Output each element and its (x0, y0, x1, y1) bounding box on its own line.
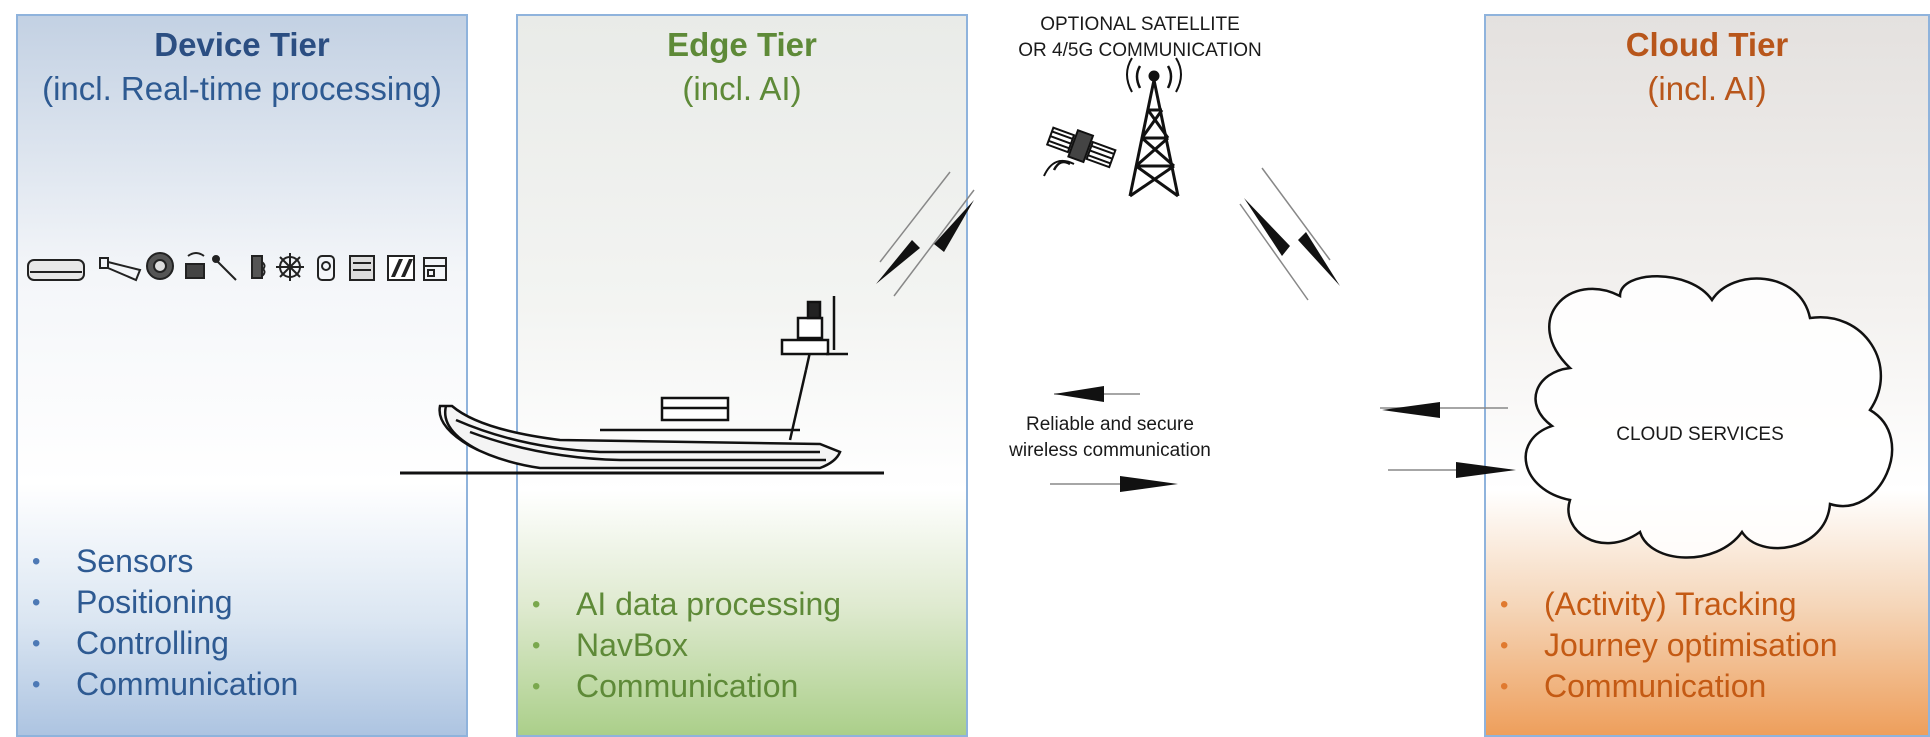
gps-antenna-icon (185, 252, 205, 279)
boat-illustration (400, 296, 884, 475)
cloud-services-label: CLOUD SERVICES (1616, 424, 1784, 445)
boat-satellite-link-arrows (876, 171, 975, 297)
list-item: Positioning (18, 582, 298, 623)
satellite-icon (1043, 126, 1117, 177)
echo-sounder-icon (251, 255, 266, 279)
wireless-link-arrows (1050, 386, 1516, 492)
tower-cloud-link-arrows (1239, 167, 1340, 301)
list-item: Communication (18, 664, 298, 705)
edge-tier-panel: Edge Tier (incl. AI) AI data processing … (516, 14, 968, 737)
list-item: Communication (1486, 666, 1837, 707)
list-item: Journey optimisation (1486, 625, 1837, 666)
list-item: Communication (518, 666, 841, 707)
autopilot-panel-icon (423, 257, 447, 281)
list-item: Sensors (18, 541, 298, 582)
list-item: AI data processing (518, 584, 841, 625)
device-tier-panel: Device Tier (incl. Real-time processing)… (16, 14, 468, 737)
list-item: (Activity) Tracking (1486, 584, 1837, 625)
list-item: NavBox (518, 625, 841, 666)
helm-wheel-icon (276, 253, 304, 281)
wireless-communication-label: Reliable and secure wireless communicati… (990, 412, 1230, 464)
cell-tower-icon (1126, 57, 1182, 198)
satellite-communication-label: OPTIONAL SATELLITE OR 4/5G COMMUNICATION (940, 12, 1340, 64)
edge-tier-subtitle: (incl. AI) (682, 70, 802, 107)
cloud-tier-subtitle: (incl. AI) (1647, 70, 1767, 107)
wireless-label-line: Reliable and secure (1026, 414, 1194, 435)
edge-tier-list: AI data processing NavBox Communication (518, 584, 841, 707)
edge-tier-title: Edge Tier (667, 26, 817, 63)
ais-transponder-icon (317, 255, 335, 281)
wind-vane-icon (212, 255, 237, 281)
cloud-tier-list: (Activity) Tracking Journey optimisation… (1486, 584, 1837, 707)
device-tier-list: Sensors Positioning Controlling Communic… (18, 541, 298, 705)
satellite-label-line: OPTIONAL SATELLITE (1040, 14, 1240, 35)
device-tier-title: Device Tier (154, 26, 330, 63)
cloud-tier-title: Cloud Tier (1625, 26, 1789, 63)
weather-display-icon (387, 255, 415, 281)
chart-display-icon (349, 255, 375, 281)
list-item: Controlling (18, 623, 298, 664)
radar-dome-icon (27, 259, 85, 281)
device-tier-subtitle: (incl. Real-time processing) (42, 70, 442, 107)
radar-sweep-icon (146, 252, 174, 280)
cloud-services-shape (1524, 275, 1894, 559)
wireless-label-line: wireless communication (1009, 440, 1211, 461)
camera-icon (99, 257, 142, 282)
satellite-label-line: OR 4/5G COMMUNICATION (1018, 40, 1262, 61)
device-icon-row (27, 252, 447, 282)
